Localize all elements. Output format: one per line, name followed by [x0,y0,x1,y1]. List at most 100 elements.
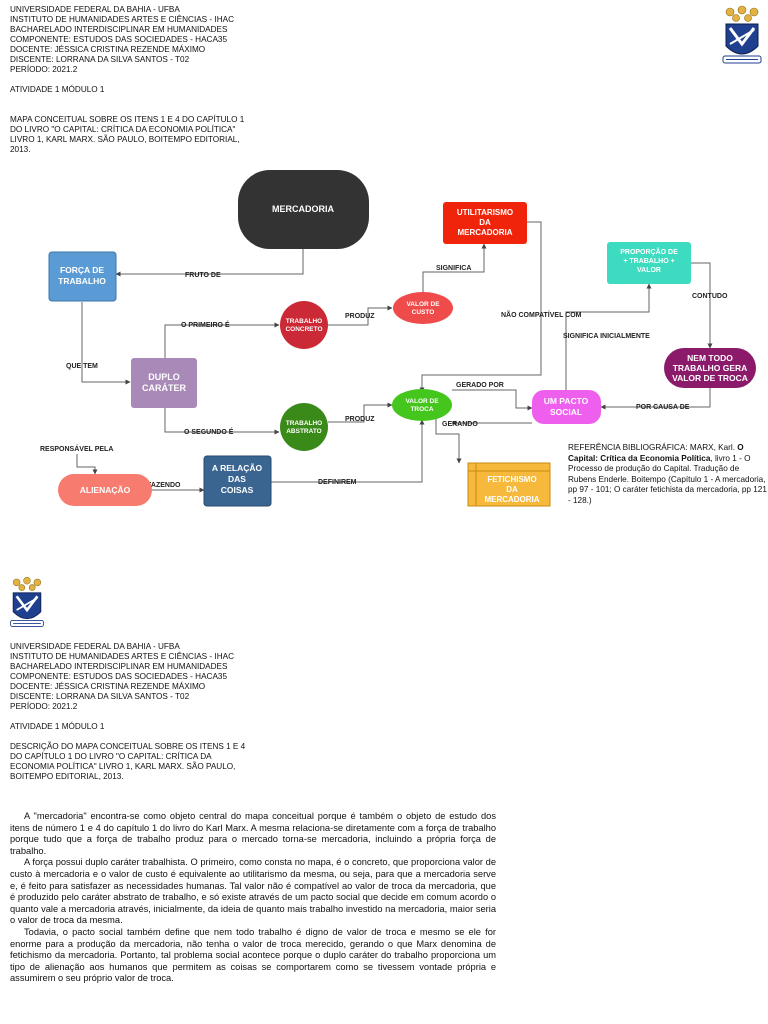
ufba-logo-icon [10,576,44,627]
edge-label: FRUTO DE [185,272,221,279]
node-mercadoria: MERCADORIA [238,170,369,249]
activity-label: ATIVIDADE 1 MÓDULO 1 [10,85,105,94]
svg-text:DA: DA [479,218,491,227]
header-line: PERÍODO: 2021.2 [10,65,78,74]
edge-abstrato-troca [328,402,393,423]
edge-label: PRODUZ [345,416,375,423]
svg-text:ABSTRATO: ABSTRATO [286,428,322,435]
description-title-line: ECONOMIA POLÍTICA" LIVRO 1, KARL MARX. S… [10,762,236,771]
edge-nemtodo-pacto [600,388,711,410]
svg-text:SOCIAL: SOCIAL [550,407,582,417]
edge-label: O SEGUNDO É [184,427,234,436]
ufba-logo-icon [722,5,762,64]
node-valor-de-troca: VALOR DE TROCA [392,389,452,421]
node-fetichismo: FETICHISMO DA MERCADORIA [467,462,551,507]
node-nem-todo-trabalho: NEM TODO TRABALHO GERA VALOR DE TROCA [664,348,756,388]
node-trabalho-abstrato: TRABALHO ABSTRATO [280,403,328,451]
node-alienacao: ALIENAÇÃO [58,474,152,506]
svg-text:PROPORÇÃO DE: PROPORÇÃO DE [620,247,678,256]
map-title-line: MAPA CONCEITUAL SOBRE OS ITENS 1 E 4 DO … [10,115,245,124]
edge-label: QUE TEM [66,363,98,370]
svg-text:TRABALHO: TRABALHO [58,276,106,286]
edge-label: SIGNIFICA INICIALMENTE [563,333,650,340]
node-relacao-das-coisas: A RELAÇÃO DAS COISAS [203,455,272,507]
header-line: DOCENTE: JÉSSICA CRISTINA REZENDE MÁXIMO [10,682,206,691]
header-line: UNIVERSIDADE FEDERAL DA BAHIA - UFBA [10,5,180,14]
map-title-line: LIVRO 1, KARL MARX. SÃO PAULO, BOITEMPO … [10,135,240,144]
edge-troca-pacto [452,389,533,411]
header-line: COMPONENTE: ESTUDOS DAS SOCIEDADES - HAC… [10,35,228,44]
header-line: INSTITUTO DE HUMANIDADES ARTES E CIÊNCIA… [10,15,234,24]
edge-pacto-proporcao [565,283,652,390]
node-utilitarismo: UTILITARISMO DA MERCADORIA [443,202,527,244]
svg-text:FETICHISMO: FETICHISMO [487,475,536,484]
svg-text:TROCA: TROCA [410,406,433,413]
header-line: UNIVERSIDADE FEDERAL DA BAHIA - UFBA [10,642,180,651]
edge-duplo-abstrato [164,408,280,435]
svg-text:+ TRABALHO +: + TRABALHO + [623,258,674,265]
edge-label: O PRIMEIRO É [181,320,230,329]
svg-text:DUPLO: DUPLO [148,372,180,382]
edge-label: PRODUZ [345,313,375,320]
svg-text:TRABALHO: TRABALHO [286,318,322,325]
node-valor-de-custo: VALOR DE CUSTO [393,292,453,324]
concept-map: FRUTO DE SIGNIFICA CONTUDO O PRIMEIRO É … [40,170,756,507]
description-title-line: DO CAPÍTULO 1 DO LIVRO "O CAPITAL: CRÍTI… [10,752,212,761]
description-title-line: DESCRIÇÃO DO MAPA CONCEITUAL SOBRE OS IT… [10,742,246,751]
edge-label: GERADO POR [456,382,504,389]
svg-text:MERCADORIA: MERCADORIA [457,228,512,237]
edge-mercadoria-forca [115,249,304,277]
svg-text:VALOR DE: VALOR DE [406,301,440,308]
svg-text:CUSTO: CUSTO [412,309,435,316]
svg-text:VALOR DE TROCA: VALOR DE TROCA [672,373,748,383]
description-title-line: BOITEMPO EDITORIAL, 2013. [10,772,124,781]
reference-prefix: REFERÊNCIA BIBLIOGRÁFICA: MARX, Karl. [568,443,738,452]
edge-label: RESPONSÁVEL PELA [40,444,113,453]
header-line: DOCENTE: JÉSSICA CRISTINA REZENDE MÁXIMO [10,45,206,54]
header-line: PERÍODO: 2021.2 [10,702,78,711]
map-title-line: DO LIVRO "O CAPITAL: CRÍTICA DA ECONOMIA… [10,125,236,134]
header-line: INSTITUTO DE HUMANIDADES ARTES E CIÊNCIA… [10,652,234,661]
bibliographic-reference: REFERÊNCIA BIBLIOGRÁFICA: MARX, Karl. O … [568,443,768,506]
svg-text:UTILITARISMO: UTILITARISMO [457,208,513,217]
node-proporcao: PROPORÇÃO DE + TRABALHO + VALOR [607,242,691,284]
description-paragraph: A força possui duplo caráter trabalhista… [10,857,496,926]
header-line: DISCENTE: LORRANA DA SILVA SANTOS - T02 [10,692,190,701]
edge-duplo-alienacao [76,454,98,475]
edge-proporcao-nemtodo [691,262,713,349]
node-forca-de-trabalho: FORÇA DE TRABALHO [48,251,117,302]
svg-text:ALIENAÇÃO: ALIENAÇÃO [80,485,131,495]
svg-text:NEM TODO: NEM TODO [687,353,733,363]
edge-label: GERANDO [442,421,478,428]
edge-custo-utilitarismo [422,243,487,294]
node-duplo-carater: DUPLO CARÁTER [131,358,197,408]
reference-book-title: O Capital: Crítica da Economia Política [568,443,744,463]
map-title-line: 2013. [10,145,31,154]
edge-relacao-troca [271,419,425,483]
svg-text:MERCADORIA: MERCADORIA [484,495,539,504]
edge-label: NÃO COMPATÍVEL COM [501,310,582,319]
svg-text:CARÁTER: CARÁTER [142,383,186,393]
svg-text:FORÇA DE: FORÇA DE [60,265,104,275]
edge-forca-duplo [81,302,131,385]
node-trabalho-concreto: TRABALHO CONCRETO [280,301,328,349]
edge-label: FAZENDO [147,482,181,489]
header-line: BACHARELADO INTERDISCIPLINAR EM HUMANIDA… [10,25,228,34]
svg-text:TRABALHO: TRABALHO [286,420,322,427]
svg-text:DA: DA [506,485,518,494]
description-paragraph: A "mercadoria" encontra-se como objeto c… [10,811,496,856]
edge-concreto-custo [328,305,393,326]
svg-text:UM PACTO: UM PACTO [544,396,589,406]
edge-utilitarismo-troca [419,221,542,393]
svg-text:COISAS: COISAS [221,485,254,495]
svg-text:VALOR DE: VALOR DE [405,398,439,405]
header-line: BACHARELADO INTERDISCIPLINAR EM HUMANIDA… [10,662,228,671]
header-line: DISCENTE: LORRANA DA SILVA SANTOS - T02 [10,55,190,64]
svg-text:VALOR: VALOR [637,267,661,274]
svg-text:MERCADORIA: MERCADORIA [272,204,334,214]
edge-label: POR CAUSA DE [636,404,690,411]
edge-label: SIGNIFICA [436,265,471,272]
reference-rest: , livro 1 - O Processo de produção do Ca… [568,453,767,505]
description-paragraph: Todavia, o pacto social também define qu… [10,926,496,984]
svg-text:CONCRETO: CONCRETO [285,326,322,333]
